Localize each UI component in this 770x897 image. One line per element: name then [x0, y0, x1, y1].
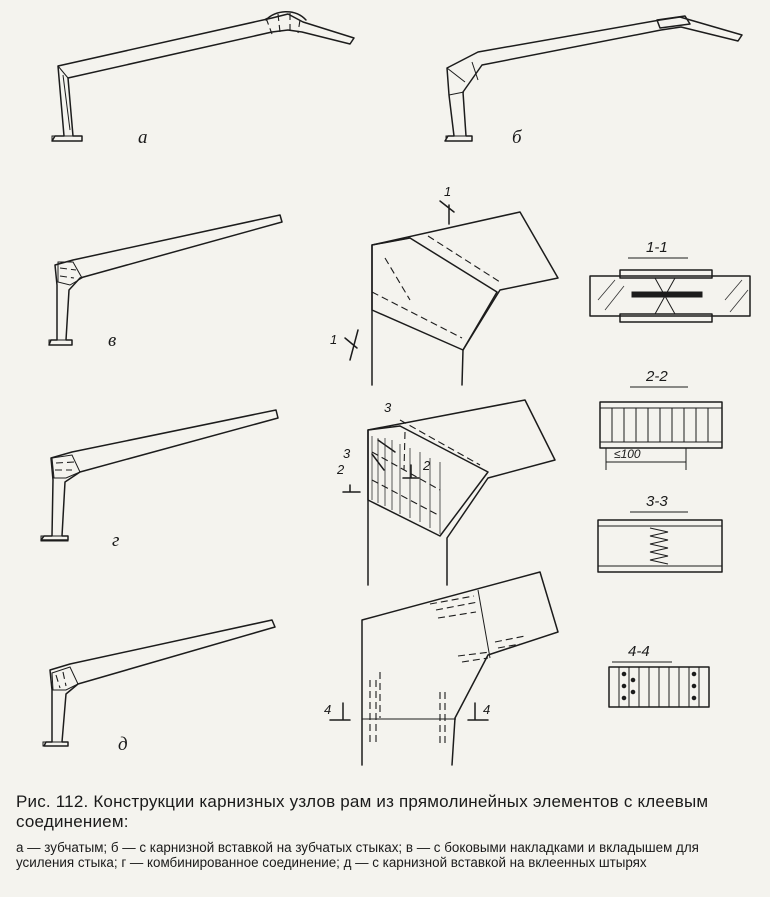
joint-detail-2: 3 3 2 2 — [336, 399, 556, 586]
cut-mark-2-left: 2 — [336, 462, 345, 477]
section-2-2: 2-2 ≤100 — [599, 368, 723, 470]
cut-mark-2-right: 2 — [422, 458, 431, 473]
cut-mark-1-left: 1 — [330, 332, 337, 347]
joint-detail-3: 4 4 — [324, 571, 559, 766]
variant-label-b: б — [512, 127, 523, 148]
frame-variant-a: а — [51, 11, 355, 148]
frame-variant-d: д — [42, 619, 276, 755]
section-4-4: 4-4 — [608, 643, 710, 708]
caption-text: а — зубчатым; б — с карнизной вставкой н… — [16, 840, 699, 870]
cut-mark-4-right: 4 — [483, 702, 490, 717]
frame-variant-v: в — [48, 214, 283, 351]
cut-mark-3-top: 3 — [384, 400, 392, 415]
variant-label-d: д — [118, 734, 128, 755]
joint-detail-1: 1 1 — [330, 184, 559, 386]
cut-mark-3-left: 3 — [343, 446, 351, 461]
section-label-3-3: 3-3 — [646, 493, 668, 510]
section-1-1: 1-1 — [589, 239, 751, 323]
cut-mark-4-left: 4 — [324, 702, 331, 717]
dimension-le-100: ≤100 — [614, 447, 641, 461]
variant-label-g: г — [112, 530, 119, 551]
section-label-4-4: 4-4 — [628, 643, 650, 660]
frame-variant-g: г — [40, 409, 279, 551]
figure-caption: Рис. 112. Конструкции карнизных узлов ра… — [16, 792, 756, 870]
variant-label-a: а — [138, 127, 148, 148]
variant-label-v: в — [108, 330, 116, 351]
section-label-2-2: 2-2 — [645, 368, 668, 385]
frame-joints-figure: а б в г д 1 — [40, 11, 751, 766]
caption-title: Рис. 112. Конструкции карнизных узлов ра… — [16, 792, 709, 831]
frame-variant-b: б — [444, 15, 743, 148]
cut-mark-1-top: 1 — [444, 184, 451, 199]
section-label-1-1: 1-1 — [646, 239, 668, 256]
section-3-3: 3-3 — [597, 493, 723, 573]
